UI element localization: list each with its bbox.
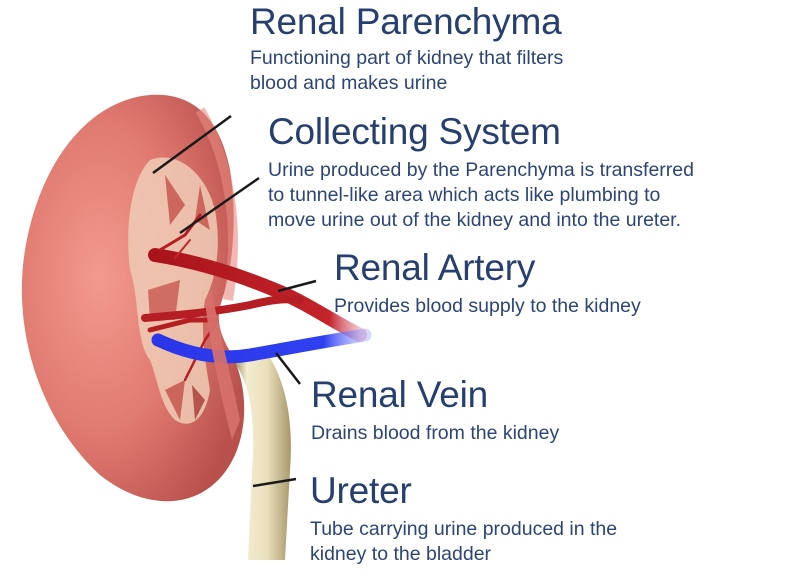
label-title: Ureter	[310, 470, 412, 511]
desc-line: blood and makes urine	[250, 72, 448, 94]
desc-line: to tunnel-like area which acts like plum…	[268, 184, 661, 206]
desc-line: kidney to the bladder	[310, 543, 492, 565]
ureter-shape	[232, 355, 291, 560]
label-description: Tube carrying urine produced in the kidn…	[310, 517, 617, 567]
label-collecting-system: Collecting System Urine produced by the …	[268, 112, 694, 233]
leader-line-collecting	[179, 176, 260, 235]
desc-line: Tube carrying urine produced in the	[310, 518, 618, 540]
label-title: Renal Vein	[311, 374, 488, 415]
label-title: Renal Artery	[334, 247, 536, 288]
desc-line: Provides blood supply to the kidney	[334, 295, 641, 317]
desc-line: move urine out of the kidney and into th…	[268, 209, 682, 231]
label-title: Collecting System	[268, 111, 561, 152]
desc-line: Urine produced by the Parenchyma is tran…	[268, 159, 694, 181]
desc-line: Drains blood from the kidney	[311, 422, 560, 444]
desc-line: Functioning part of kidney that filters	[250, 47, 564, 69]
leader-line-ureter	[252, 477, 297, 488]
leader-line-vein	[275, 352, 301, 385]
label-ureter: Ureter Tube carrying urine produced in t…	[310, 471, 617, 567]
label-renal-artery: Renal Artery Provides blood supply to th…	[334, 248, 641, 319]
label-description: Drains blood from the kidney	[311, 421, 559, 446]
label-renal-parenchyma: Renal Parenchyma Functioning part of kid…	[250, 2, 563, 96]
leader-line-parenchyma	[152, 114, 232, 175]
label-title: Renal Parenchyma	[250, 1, 562, 42]
label-renal-vein: Renal Vein Drains blood from the kidney	[311, 375, 559, 446]
label-description: Urine produced by the Parenchyma is tran…	[268, 158, 694, 233]
label-description: Functioning part of kidney that filters …	[250, 46, 563, 96]
label-description: Provides blood supply to the kidney	[334, 294, 641, 319]
leader-line-artery	[277, 279, 317, 293]
leader-lines	[152, 114, 317, 488]
renal-vein-shape	[151, 328, 372, 364]
